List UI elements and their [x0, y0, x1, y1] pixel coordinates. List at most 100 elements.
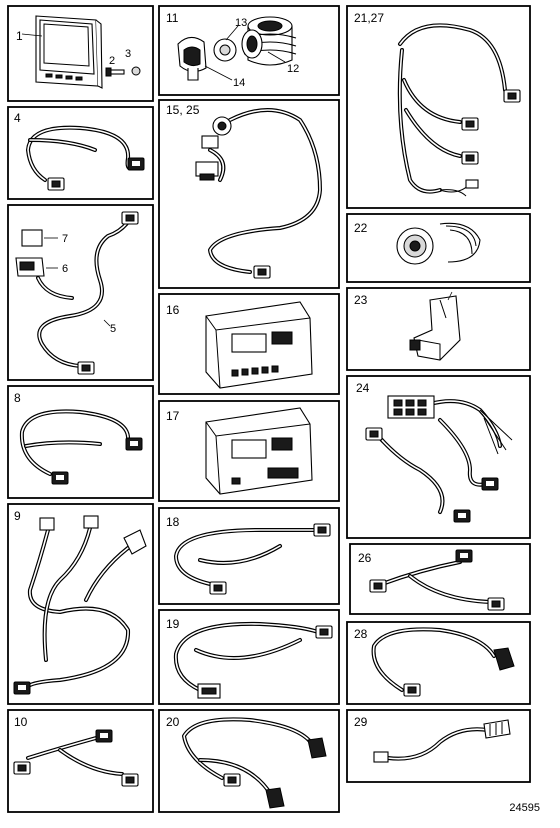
- panel-9-label: 9: [14, 509, 21, 523]
- panel-5: 7 6 5: [7, 204, 154, 381]
- connector-10-a: [13, 761, 31, 775]
- harness-15-25: [195, 108, 322, 279]
- panel-8: 8: [7, 385, 154, 499]
- control-unit-16: [205, 301, 313, 389]
- display-window-17: [231, 439, 267, 459]
- callout-3: 3: [125, 48, 131, 60]
- harness-26: [369, 549, 505, 611]
- panel-15-25-frame: [158, 99, 340, 289]
- harness-10: [13, 729, 139, 787]
- harness-4: [26, 125, 145, 191]
- harness-29: [373, 719, 511, 763]
- connector-10-c: [121, 773, 139, 787]
- connector-21-c: [461, 151, 479, 165]
- panel-28: 28: [346, 621, 531, 705]
- screw-part-2: [105, 67, 125, 77]
- connector-4-a: [47, 177, 65, 191]
- bracket-23: [409, 291, 461, 361]
- socket-part-12: [241, 16, 297, 66]
- connector-20-c: [265, 787, 285, 809]
- harness-21-27: [397, 23, 521, 197]
- panel-4: 4: [7, 106, 154, 200]
- connector-24-b: [481, 477, 499, 491]
- panel-1-label: 1: [16, 29, 23, 43]
- connector-20-a: [223, 773, 241, 787]
- callout-5: 5: [110, 323, 116, 335]
- callout-12: 12: [287, 63, 299, 75]
- connector-18-b: [313, 523, 331, 537]
- panel-17-label: 17: [166, 409, 180, 423]
- callout-13: 13: [235, 17, 247, 29]
- panel-22-frame: [346, 213, 531, 283]
- logo-16: [271, 331, 293, 345]
- connector-21-a: [503, 89, 521, 103]
- panel-15-25: 15, 25: [158, 99, 340, 289]
- connector-5-b: [77, 361, 95, 375]
- panel-21-27-label: 21,27: [354, 11, 384, 25]
- relay-part-7: [21, 229, 43, 247]
- connector-26-b: [455, 549, 473, 563]
- panel-1: 1 2 3: [7, 5, 154, 102]
- connector-9-b: [83, 515, 99, 529]
- harness-28: [371, 627, 515, 697]
- panel-16-label: 16: [166, 303, 180, 317]
- connector-29-a: [373, 751, 389, 763]
- connector-15: [253, 265, 271, 279]
- panel-11-label: 11: [166, 11, 179, 25]
- panel-20: 20: [158, 709, 340, 813]
- connector-20-b: [307, 737, 327, 759]
- panel-10-label: 10: [14, 715, 28, 729]
- panel-20-label: 20: [166, 715, 180, 729]
- panel-29-label: 29: [354, 715, 368, 729]
- panel-26-label: 26: [358, 551, 372, 565]
- connector-9-c: [123, 529, 147, 555]
- panel-21-27: 21,27: [346, 5, 531, 209]
- connector-18-a: [209, 581, 227, 595]
- panel-18-frame: [158, 507, 340, 605]
- panel-29: 29: [346, 709, 531, 783]
- panel-11: 11 13 12 14: [158, 5, 340, 96]
- connector-9-a: [39, 517, 55, 531]
- drawing-number: 24595: [509, 802, 540, 814]
- connector-10-b: [95, 729, 113, 743]
- panel-17: 17: [158, 400, 340, 502]
- harness-5: [15, 211, 139, 375]
- harness-9: [13, 515, 147, 695]
- connector-4-b: [127, 157, 145, 171]
- connector-9-d: [13, 681, 31, 695]
- connector-28-a: [403, 683, 421, 697]
- harness-19: [173, 621, 333, 699]
- harness-20: [182, 717, 327, 809]
- panel-16: 16: [158, 293, 340, 395]
- panel-19-label: 19: [166, 617, 180, 631]
- connector-5-a: [121, 211, 139, 225]
- connector-26-a: [369, 579, 387, 593]
- plug-part-14: [177, 36, 207, 81]
- connector-26-c: [487, 597, 505, 611]
- panel-24: 24: [346, 375, 531, 539]
- nut-part-3: [131, 66, 141, 76]
- panel-28-label: 28: [354, 627, 368, 641]
- panel-8-label: 8: [14, 391, 21, 405]
- socket-22: [396, 222, 481, 265]
- display-unit: [21, 15, 103, 89]
- harness-24: [365, 395, 513, 523]
- panel-24-label: 24: [356, 381, 370, 395]
- connector-21-d: [465, 179, 479, 189]
- callout-6: 6: [62, 263, 68, 275]
- connector-28-b: [493, 647, 515, 671]
- panel-23: 23: [346, 287, 531, 371]
- panel-19: 19: [158, 609, 340, 705]
- panel-18-label: 18: [166, 515, 180, 529]
- panel-23-label: 23: [354, 293, 368, 307]
- connector-24-c: [453, 509, 471, 523]
- panel-20-frame: [158, 709, 340, 813]
- panel-21-27-frame: [346, 5, 531, 209]
- control-unit-17: [205, 407, 313, 495]
- logo-17: [271, 437, 293, 451]
- display-window-16: [231, 333, 267, 353]
- panel-26: 26: [349, 543, 531, 615]
- panel-22-label: 22: [354, 221, 368, 235]
- connector-21-b: [461, 117, 479, 131]
